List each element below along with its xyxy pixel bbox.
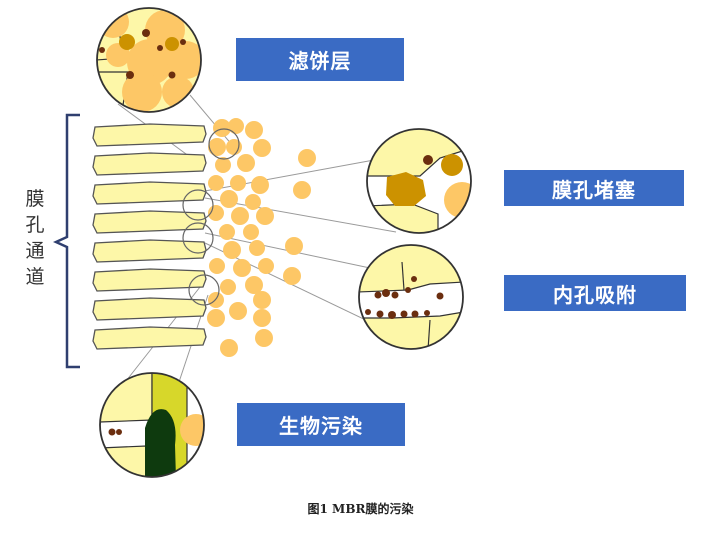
zoom-cake-layer	[96, 7, 202, 113]
membrane-pore-channel-label: 膜 孔 通 道	[20, 186, 50, 290]
particle	[245, 121, 263, 139]
particle	[245, 276, 263, 294]
particle	[220, 190, 238, 208]
particle	[208, 292, 224, 308]
pointer-circles	[182, 128, 240, 306]
particle	[207, 309, 225, 327]
particle	[228, 118, 244, 134]
particle	[213, 119, 231, 137]
membrane-layer	[92, 210, 207, 234]
particle	[298, 149, 316, 167]
particle	[285, 237, 303, 255]
membrane-layers	[92, 123, 207, 350]
particle	[283, 267, 301, 285]
particle	[255, 329, 273, 347]
particle	[209, 258, 225, 274]
particle	[223, 241, 241, 259]
particle	[253, 291, 271, 309]
particle	[245, 194, 261, 210]
membrane-layer	[92, 268, 207, 292]
particle	[229, 302, 247, 320]
bracket-char: 道	[25, 266, 45, 288]
cake-particles	[207, 118, 316, 357]
membrane-layer	[92, 181, 207, 205]
particle	[253, 309, 271, 327]
particle	[208, 138, 226, 156]
particle	[258, 258, 274, 274]
particle	[226, 139, 242, 155]
zoom-biofouling	[99, 372, 205, 478]
bracket-char: 通	[25, 240, 45, 262]
figure-caption: 图1 MBR膜的污染	[307, 502, 414, 516]
particle	[249, 240, 265, 256]
particle	[253, 139, 271, 157]
membrane-layer	[92, 239, 207, 263]
particle	[231, 207, 249, 225]
particle	[208, 175, 224, 191]
membrane-layer	[92, 297, 207, 321]
label-internal-adsorption: 内孔吸附	[504, 275, 686, 311]
particle	[293, 181, 311, 199]
label-cake-layer: 滤饼层	[236, 38, 404, 81]
particle	[219, 224, 235, 240]
particle	[251, 176, 269, 194]
membrane-layer	[92, 123, 207, 147]
particle	[233, 259, 251, 277]
membrane-layer	[92, 326, 207, 350]
particle	[220, 279, 236, 295]
label-pore-blocking: 膜孔堵塞	[504, 170, 684, 206]
label-biofouling: 生物污染	[237, 403, 405, 446]
particle	[230, 175, 246, 191]
zoom-internal-adsorption	[358, 244, 464, 350]
particle	[256, 207, 274, 225]
particle	[243, 224, 259, 240]
bracket	[52, 113, 80, 369]
bracket-char: 孔	[25, 214, 45, 236]
zoom-pore-blocking	[366, 128, 472, 234]
particle	[215, 157, 231, 173]
particle	[237, 154, 255, 172]
particle	[220, 339, 238, 357]
membrane-layer	[92, 152, 207, 176]
bracket-char: 膜	[25, 188, 45, 210]
